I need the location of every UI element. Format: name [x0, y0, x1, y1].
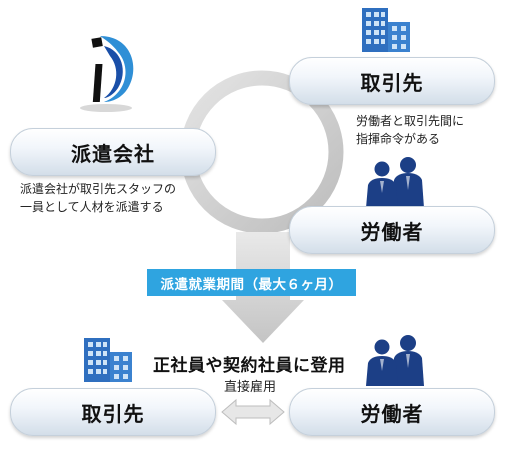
dispatch-description-line-1: 派遣会社が取引先スタッフの	[20, 182, 177, 196]
hire-heading: 正社員や契約社員に登用	[153, 356, 346, 376]
dispatch-company-logo	[80, 36, 134, 112]
worker-top-box: 労働者	[289, 206, 495, 254]
business-people-icon-bottom	[366, 335, 424, 386]
worker-top-label: 労働者	[360, 219, 424, 244]
client-top-box: 取引先	[289, 57, 495, 105]
client-command-note: 労働者と取引先間に 指揮命令がある	[356, 112, 464, 148]
dispatch-period-band: 派遣就業期間（最大６ヶ月）	[147, 269, 356, 296]
client-note-line-2: 指揮命令がある	[356, 132, 441, 146]
client-bottom-label: 取引先	[81, 401, 145, 426]
client-top-label: 取引先	[360, 70, 424, 95]
dispatch-company-box: 派遣会社	[10, 128, 216, 176]
worker-bottom-label: 労働者	[360, 401, 424, 426]
client-bottom-box: 取引先	[10, 388, 216, 436]
direct-hire-label: 直接雇用	[224, 380, 277, 395]
dispatch-company-description: 派遣会社が取引先スタッフの 一員として人材を派遣する	[20, 180, 176, 216]
dispatch-period-label: 派遣就業期間（最大６ヶ月）	[160, 276, 343, 293]
worker-bottom-box: 労働者	[289, 388, 495, 436]
office-building-icon	[362, 8, 410, 52]
dispatch-description-line-2: 一員として人材を派遣する	[20, 200, 164, 214]
business-people-icon	[366, 157, 424, 208]
dispatch-company-label: 派遣会社	[71, 141, 155, 166]
office-building-icon-bottom	[84, 338, 132, 382]
client-note-line-1: 労働者と取引先間に	[356, 114, 465, 128]
